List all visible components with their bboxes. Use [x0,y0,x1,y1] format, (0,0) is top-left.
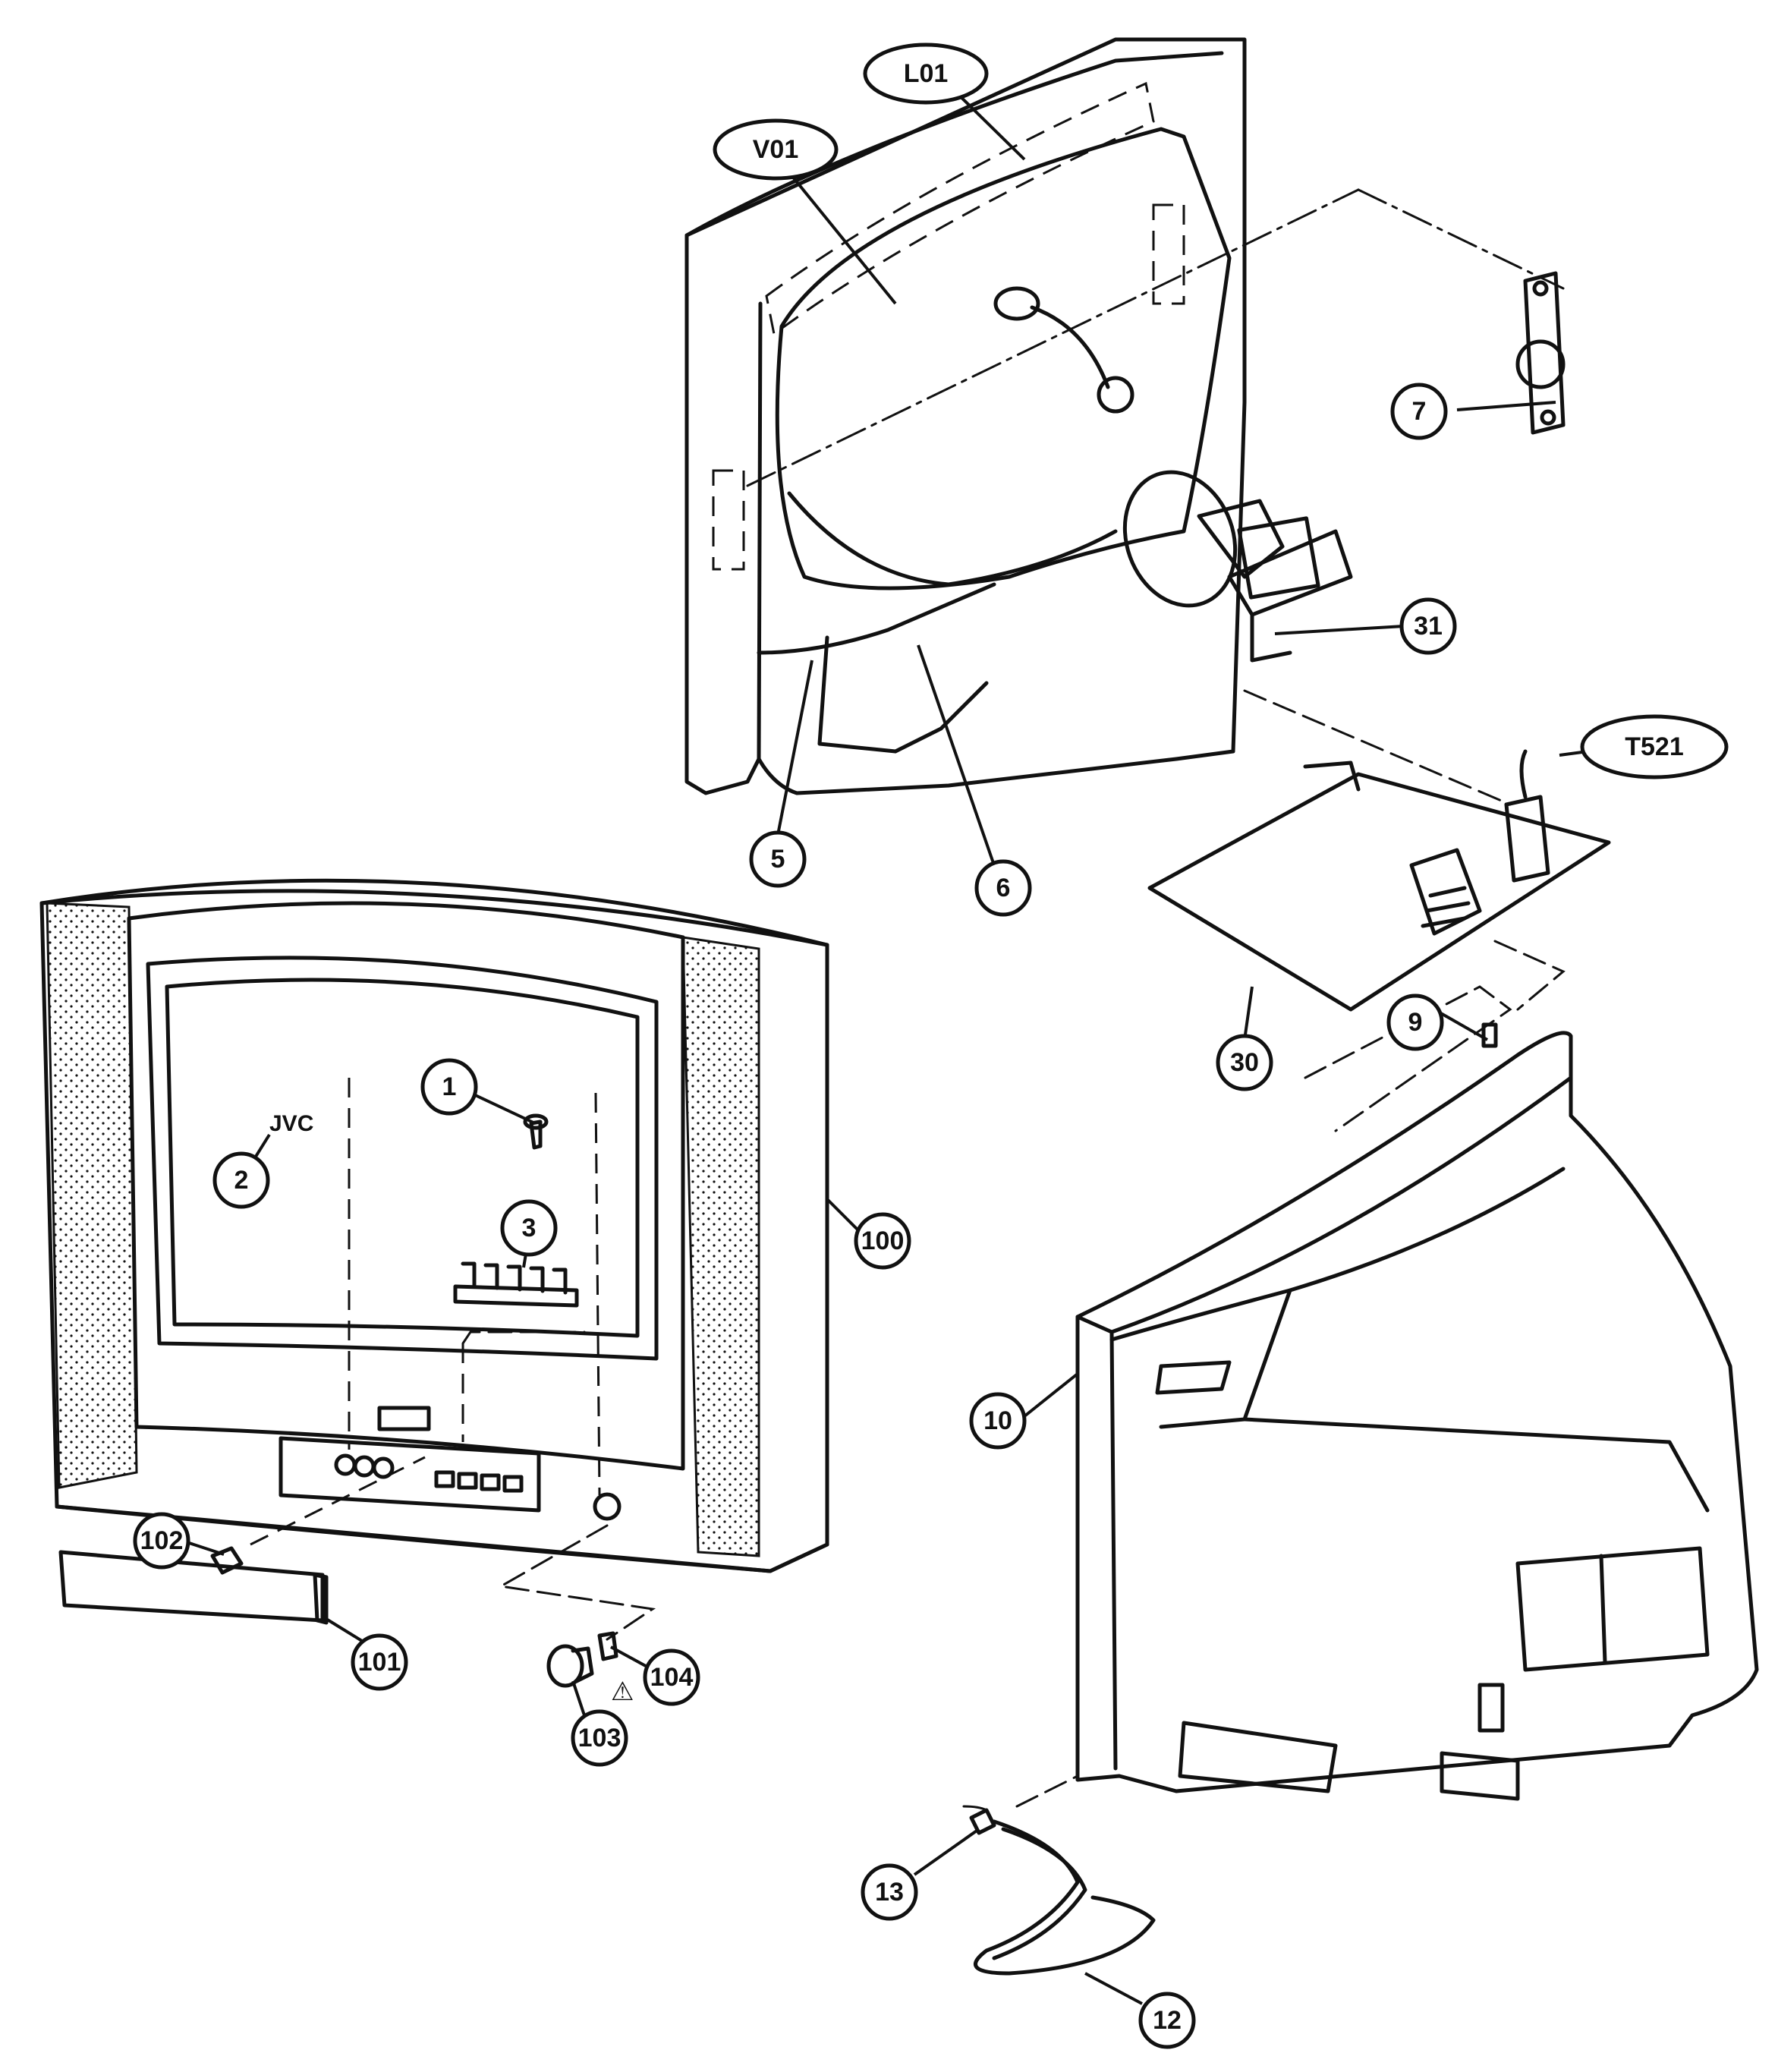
front-cabinet-100 [39,878,829,1641]
part-102-clip [210,1546,244,1575]
svg-text:102: 102 [140,1526,184,1555]
svg-text:100: 100 [861,1227,905,1255]
svg-text:L01: L01 [904,59,949,88]
svg-text:13: 13 [875,1878,904,1907]
callout-30: 30 [1216,1034,1273,1091]
callout-t521: T521 [1580,714,1729,779]
callout-12: 12 [1138,1992,1196,2049]
part-3-button-set [453,1261,579,1308]
svg-text:3: 3 [522,1214,537,1242]
svg-text:104: 104 [650,1663,694,1692]
svg-text:T521: T521 [1625,732,1684,761]
svg-text:31: 31 [1414,612,1443,641]
svg-text:10: 10 [983,1406,1012,1435]
svg-text:2: 2 [234,1166,249,1195]
svg-text:12: 12 [1153,2006,1182,2035]
crt-cabinet-assembly [684,37,1565,795]
callout-2: 2 [212,1151,270,1209]
callout-13: 13 [861,1863,918,1921]
callout-104: 104 [643,1648,700,1706]
svg-text:101: 101 [358,1648,401,1677]
svg-text:9: 9 [1408,1008,1423,1037]
svg-text:5: 5 [771,845,785,874]
part-101-front-door [58,1550,329,1625]
callout-103: 103 [571,1709,628,1767]
callout-3: 3 [500,1199,558,1257]
rear-cover-10 [1075,985,1759,1801]
part-7-speaker [1515,271,1566,435]
svg-text:30: 30 [1230,1048,1259,1077]
svg-text:103: 103 [578,1724,622,1752]
callout-5: 5 [749,830,807,888]
callout-100: 100 [854,1212,911,1270]
callout-1: 1 [420,1058,478,1116]
jvc-logo: JVC [269,1111,313,1136]
part-30-main-pcb [1147,689,1611,1012]
svg-text:7: 7 [1412,397,1427,426]
callout-31: 31 [1399,597,1457,655]
callout-101: 101 [351,1633,408,1691]
callout-v01: V01 [713,118,839,181]
svg-text:V01: V01 [753,135,799,164]
callout-9: 9 [1386,993,1444,1051]
part-103-104-knob [546,1631,618,1688]
callout-102: 102 [133,1512,190,1570]
warning-symbol: ⚠ [611,1677,634,1707]
callout-l01: L01 [863,43,989,105]
svg-text:6: 6 [996,874,1011,902]
leader-lines [181,83,1617,2005]
callout-6: 6 [974,859,1032,917]
callout-7: 7 [1390,383,1448,440]
callout-10: 10 [969,1392,1027,1450]
part-12-13-power-cord [962,1774,1156,1976]
part-1-screw [523,1113,549,1150]
svg-text:1: 1 [442,1072,457,1101]
